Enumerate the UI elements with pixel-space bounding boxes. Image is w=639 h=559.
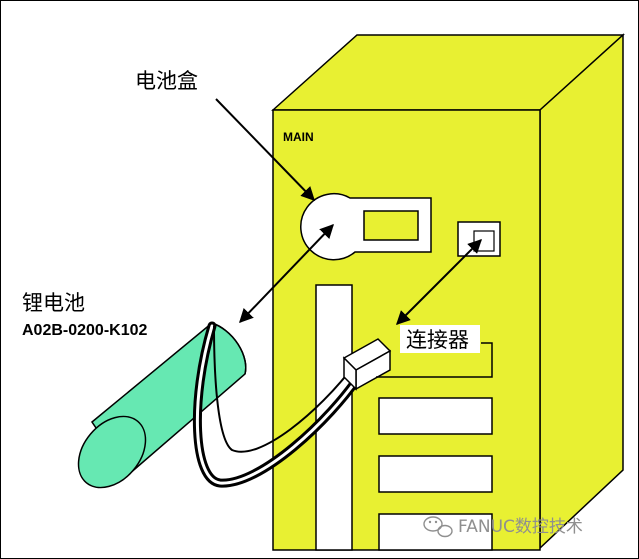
control-unit-cabinet: MAIN [271, 33, 625, 551]
cabinet-side-face [539, 33, 624, 550]
connector-label-bg [400, 325, 480, 353]
battery-end-cap [77, 415, 147, 489]
connector-to-socket-arrow [396, 239, 482, 325]
cable-connector-plug [342, 338, 392, 391]
watermark: FANUC数控技术 [423, 516, 583, 538]
connector-label-bracket [376, 342, 493, 378]
wechat-icon [423, 516, 453, 538]
battery-box-pointer-arrow [215, 98, 315, 202]
part-number-label: A02B-0200-K102 [22, 322, 148, 339]
connector-socket-inner [473, 230, 495, 252]
battery-box-label: 电池盒 [135, 69, 198, 93]
main-unit-label: MAIN [283, 130, 314, 144]
battery-to-socket-arrow [239, 223, 334, 324]
battery-cable [192, 321, 365, 488]
module-slot-1 [378, 397, 493, 435]
battery-box-slot [363, 210, 419, 241]
watermark-text: FANUC数控技术 [458, 517, 583, 537]
module-slot-2 [378, 455, 493, 493]
lithium-battery-label: 锂电池 [22, 291, 85, 315]
module-slot-3 [378, 513, 493, 551]
connector-label: 连接器 [406, 328, 469, 352]
battery-far-end [211, 322, 247, 375]
